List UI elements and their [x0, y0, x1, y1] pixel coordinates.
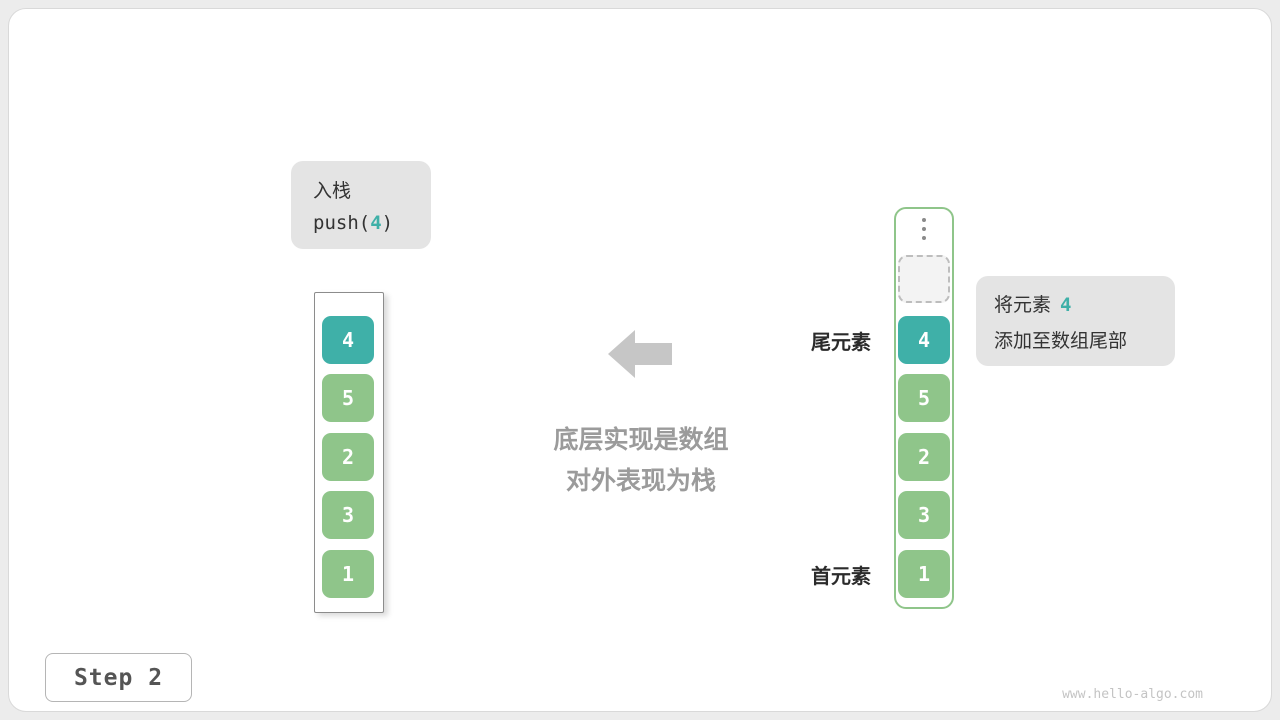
info-box: 将元素 4 添加至数组尾部 [976, 276, 1175, 366]
stack-cell: 1 [898, 550, 950, 598]
arrow-left-icon [608, 330, 672, 378]
stack-cell: 3 [322, 491, 374, 539]
push-title: 入栈 [313, 180, 352, 202]
head-element-label: 首元素 [811, 563, 871, 588]
push-label-box: 入栈 push(4) [291, 161, 431, 249]
info-line-1-text: 将元素 [994, 293, 1052, 316]
push-code-suffix: ) [381, 212, 394, 234]
stack-cell: 3 [898, 491, 950, 539]
info-line-1-value: 4 [1060, 293, 1072, 316]
tail-element-label: 尾元素 [811, 329, 871, 354]
explanation-line-2: 对外表现为栈 [565, 466, 716, 495]
push-code: push(4) [313, 212, 431, 234]
stack-cell: 1 [322, 550, 374, 598]
push-code-prefix: push( [313, 212, 371, 234]
stack-cell: 4 [322, 316, 374, 364]
ellipsis-icon [922, 218, 926, 240]
stack-cell: 2 [898, 433, 950, 481]
push-code-value: 4 [370, 212, 382, 234]
stack-cell: 5 [322, 374, 374, 422]
info-line-1: 将元素 4 [994, 290, 1175, 317]
watermark: www.hello-algo.com [1062, 687, 1203, 702]
info-line-2: 添加至数组尾部 [994, 329, 1128, 352]
stack-cell: 2 [322, 433, 374, 481]
left-stack: 4 5 2 3 1 [314, 292, 384, 613]
stack-cell: 4 [898, 316, 950, 364]
explanation-text: 底层实现是数组 对外表现为栈 [501, 419, 781, 501]
step-label: Step 2 [73, 664, 164, 691]
step-badge: Step 2 [45, 653, 192, 702]
empty-slot [898, 255, 950, 303]
array-stack: 4 5 2 3 1 [894, 207, 954, 609]
stack-cell: 5 [898, 374, 950, 422]
explanation-line-1: 底层实现是数组 [553, 425, 729, 454]
diagram-card: 入栈 push(4) 4 5 2 3 1 底层实现是数组 对外表现为栈 尾元素 … [8, 8, 1272, 712]
